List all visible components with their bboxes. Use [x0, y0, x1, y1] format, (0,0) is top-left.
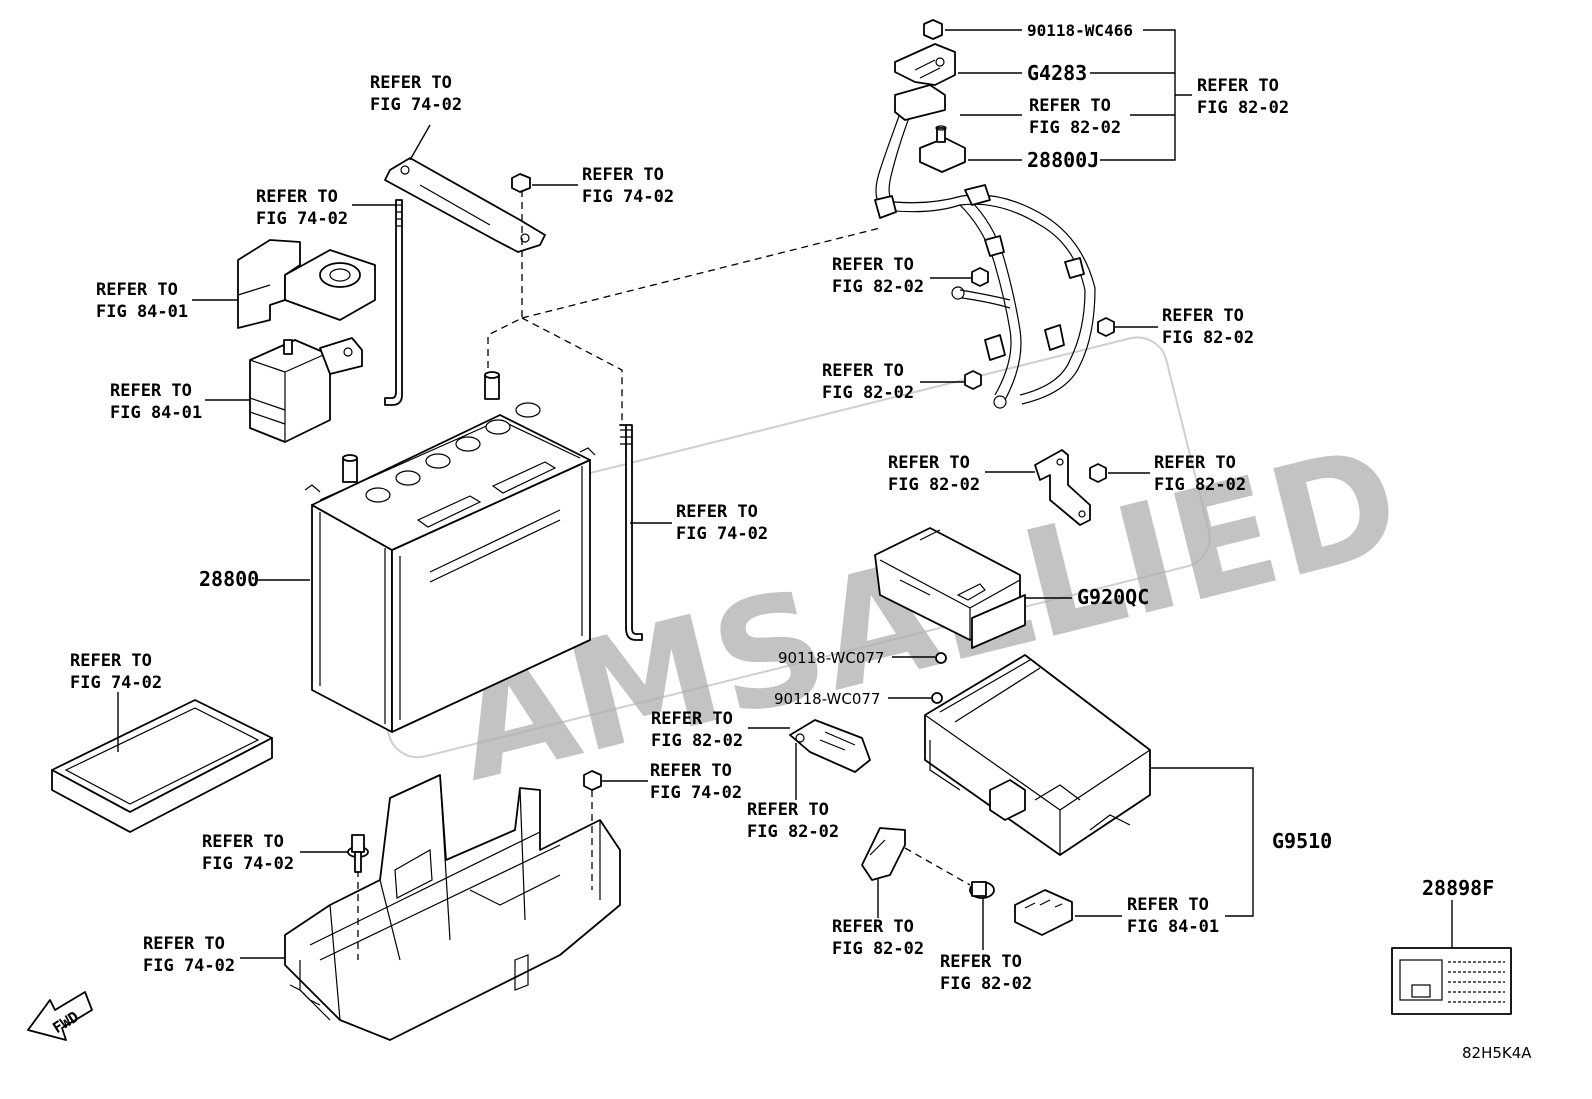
callout-line1: REFER TO — [822, 361, 904, 381]
small-sensor — [789, 719, 871, 773]
callout-line2: FIG 84-01 — [1127, 917, 1219, 937]
callout-line2: FIG 82-02 — [940, 974, 1032, 994]
callout-line2: FIG 84-01 — [110, 403, 202, 423]
callout-line2: FIG 82-02 — [1029, 118, 1121, 138]
battery-clamp — [384, 157, 546, 253]
harness-bolt-2 — [1097, 317, 1115, 337]
part-number-90118-wc077-a: 90118-WC077 — [778, 649, 884, 667]
callout-line1: REFER TO — [832, 917, 914, 937]
callout-line1: REFER TO — [582, 165, 664, 185]
callout-line1: REFER TO — [70, 651, 152, 671]
callout-line1: REFER TO — [1154, 453, 1236, 473]
nut-90118-wc077-b — [931, 692, 943, 704]
guide-cable — [521, 227, 881, 319]
callout-line1: REFER TO — [256, 187, 338, 207]
callout-line1: REFER TO — [143, 934, 225, 954]
leader-g9510 — [1150, 767, 1254, 917]
callout-line1: REFER TO — [940, 952, 1022, 972]
callout-line1: REFER TO — [1127, 895, 1209, 915]
battery-insulator — [51, 699, 273, 833]
tray-bolt-left — [347, 834, 369, 873]
caution-label-28898f — [1391, 947, 1512, 1015]
callout-line2: FIG 74-02 — [650, 783, 742, 803]
callout-labels: REFER TO FIG 74-02 REFER TO FIG 74-02 RE… — [70, 73, 1289, 994]
part-number-90118-wc077-b: 90118-WC077 — [774, 690, 880, 708]
callout-line2: FIG 74-02 — [370, 95, 462, 115]
callout-line2: FIG 74-02 — [70, 673, 162, 693]
callout-line1: REFER TO — [110, 381, 192, 401]
fwd-arrow: FWD — [27, 991, 93, 1041]
callout-line1: REFER TO — [676, 502, 758, 522]
battery-tray — [284, 774, 621, 1041]
guide-tray — [357, 790, 593, 960]
part-number-g920qc: G920QC — [1077, 585, 1149, 609]
guide-clip-screw — [904, 847, 971, 886]
callout-line2: FIG 82-02 — [832, 277, 924, 297]
callout-line2: FIG 82-02 — [1162, 328, 1254, 348]
battery-cable — [874, 84, 1096, 409]
ecu-bracket — [1034, 449, 1091, 526]
fusible-link-block — [249, 337, 363, 443]
part-number-g9510: G9510 — [1272, 829, 1332, 853]
harness-bolt-1 — [971, 267, 989, 287]
callout-line1: REFER TO — [96, 280, 178, 300]
part-number-28800: 28800 — [199, 567, 259, 591]
callout-line2: FIG 74-02 — [582, 187, 674, 207]
screw — [969, 881, 995, 899]
diagram-code: 82H5K4A — [1462, 1044, 1532, 1062]
callout-line1: REFER TO — [202, 832, 284, 852]
callout-line2: FIG 74-02 — [202, 854, 294, 874]
callout-line2: FIG 82-02 — [747, 822, 839, 842]
callout-line2: FIG 82-02 — [832, 939, 924, 959]
terminal-clamp-g4283 — [894, 43, 956, 86]
j-bolt-left — [384, 199, 403, 406]
callout-line1: REFER TO — [651, 709, 733, 729]
callout-line1: REFER TO — [1029, 96, 1111, 116]
callout-line2: FIG 82-02 — [888, 475, 980, 495]
callout-line1: REFER TO — [747, 800, 829, 820]
part-number-28800j: 28800J — [1027, 148, 1099, 172]
bracket-group-top — [1090, 29, 1192, 161]
callout-line2: FIG 74-02 — [143, 956, 235, 976]
ecu-connector — [1014, 889, 1073, 936]
callout-line1: REFER TO — [650, 761, 732, 781]
callout-line2: FIG 84-01 — [96, 302, 188, 322]
part-number-28898f: 28898F — [1422, 876, 1494, 900]
j-bolt-right — [619, 424, 643, 641]
callout-line1: REFER TO — [832, 255, 914, 275]
terminal-28800j — [919, 125, 966, 173]
callout-line2: FIG 82-02 — [822, 383, 914, 403]
part-number-90118-wc466: 90118-WC466 — [1027, 21, 1133, 40]
leader-clamp — [409, 124, 431, 161]
clamp-nut — [511, 173, 531, 193]
callout-line2: FIG 74-02 — [676, 524, 768, 544]
callout-line2: FIG 82-02 — [1154, 475, 1246, 495]
tray-nut-right — [583, 770, 602, 791]
bracket-bolt — [1089, 463, 1107, 483]
guide-clamp-right — [521, 317, 623, 425]
callout-line2: FIG 74-02 — [256, 209, 348, 229]
part-number-g4283: G4283 — [1027, 61, 1087, 85]
nut-90118-wc077-a — [935, 652, 947, 664]
callout-line1: REFER TO — [1162, 306, 1244, 326]
clip — [861, 827, 906, 881]
callout-line2: FIG 82-02 — [651, 731, 743, 751]
terminal-cover — [237, 239, 376, 329]
ecu-g9510 — [924, 654, 1151, 856]
callout-line1: REFER TO — [888, 453, 970, 473]
module-g920qc — [874, 527, 1026, 649]
battery-28800 — [304, 371, 596, 733]
callout-line2: FIG 82-02 — [1197, 98, 1289, 118]
nut-90118-wc466 — [923, 19, 943, 40]
callout-line1: REFER TO — [370, 73, 452, 93]
guide-clamp-left — [487, 190, 523, 372]
harness-bolt-3 — [964, 370, 982, 390]
callout-line1: REFER TO — [1197, 76, 1279, 96]
